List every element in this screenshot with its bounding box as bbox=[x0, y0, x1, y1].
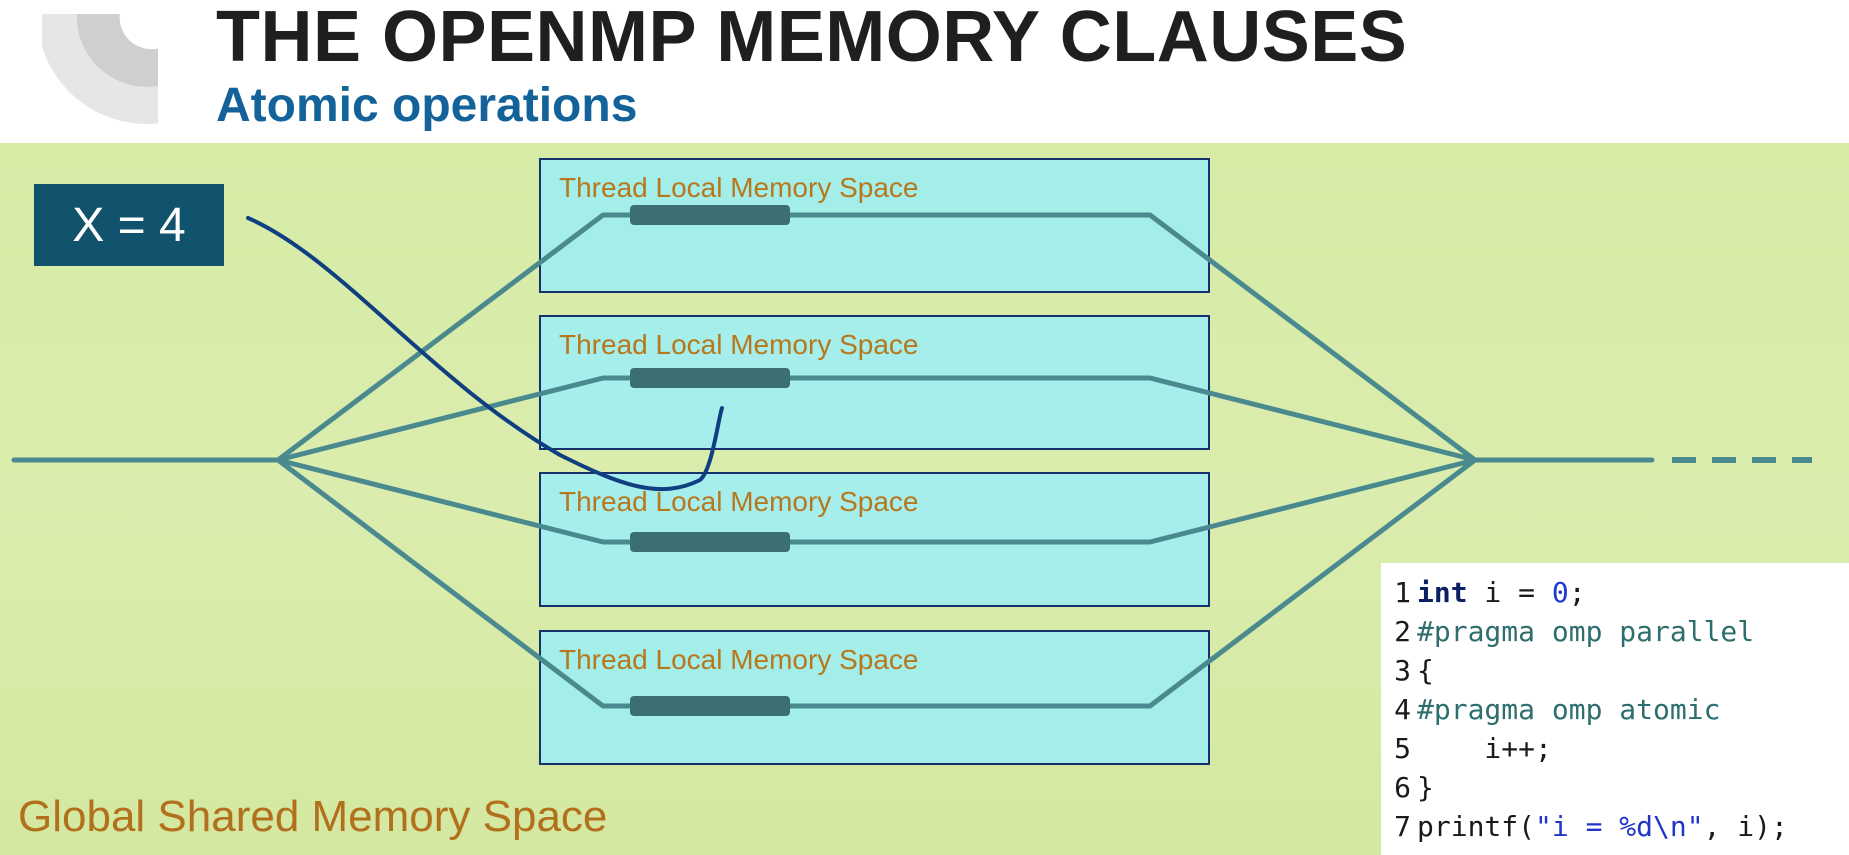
code-token: #pragma omp parallel bbox=[1417, 615, 1755, 648]
code-token: i++; bbox=[1417, 732, 1552, 765]
thread-local-memory-label: Thread Local Memory Space bbox=[559, 172, 919, 203]
thread-local-memory-box: Thread Local Memory Space bbox=[539, 630, 1210, 765]
code-line-number: 6 bbox=[1394, 771, 1411, 804]
logo-mark bbox=[42, 14, 158, 124]
code-line-number: 4 bbox=[1394, 693, 1411, 726]
code-token: "i = %d\n" bbox=[1535, 810, 1704, 843]
slide-title: THE OPENMP MEMORY CLAUSES bbox=[216, 0, 1408, 77]
code-line-number: 1 bbox=[1394, 576, 1411, 609]
code-line: 5 i++; bbox=[1381, 729, 1849, 768]
code-line-number: 5 bbox=[1394, 732, 1411, 765]
code-line: 4#pragma omp atomic bbox=[1381, 690, 1849, 729]
code-line: 3{ bbox=[1381, 651, 1849, 690]
code-token: int bbox=[1417, 576, 1468, 609]
code-token: } bbox=[1417, 771, 1434, 804]
thread-local-memory-box: Thread Local Memory Space bbox=[539, 315, 1210, 450]
code-token: , i); bbox=[1703, 810, 1788, 843]
code-token: #pragma omp atomic bbox=[1417, 693, 1721, 726]
slide-subtitle: Atomic operations bbox=[216, 79, 638, 132]
global-shared-memory-label: Global Shared Memory Space bbox=[18, 792, 608, 841]
code-token: 0 bbox=[1551, 576, 1569, 609]
code-line: 2#pragma omp parallel bbox=[1381, 612, 1849, 651]
thread-local-memory-label: Thread Local Memory Space bbox=[559, 644, 919, 675]
code-token: { bbox=[1417, 654, 1434, 687]
code-token: ; bbox=[1568, 576, 1586, 609]
code-line-number: 2 bbox=[1394, 615, 1411, 648]
variable-x-box: X = 4 bbox=[34, 184, 224, 266]
thread-local-memory-label: Thread Local Memory Space bbox=[559, 486, 919, 517]
thread-local-memory-box: Thread Local Memory Space bbox=[539, 472, 1210, 607]
code-line: 6} bbox=[1381, 768, 1849, 807]
thread-local-memory-label: Thread Local Memory Space bbox=[559, 329, 919, 360]
code-token: printf( bbox=[1417, 810, 1536, 843]
code-token: i = bbox=[1467, 576, 1552, 609]
code-line-number: 3 bbox=[1394, 654, 1411, 687]
code-line-number: 7 bbox=[1394, 810, 1411, 843]
thread-local-memory-box: Thread Local Memory Space bbox=[539, 158, 1210, 293]
